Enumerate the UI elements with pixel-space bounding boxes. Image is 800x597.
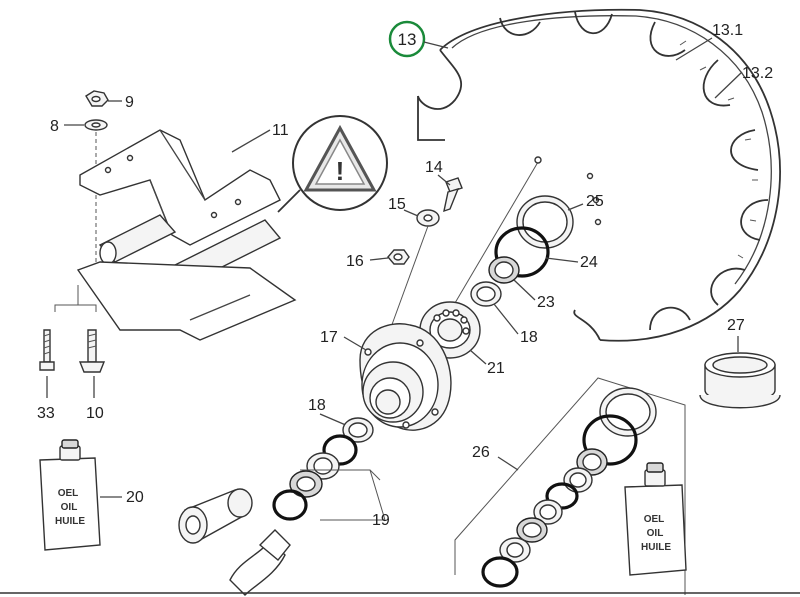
label-19: 19 [372, 512, 390, 529]
label-27: 27 [727, 317, 745, 334]
label-25: 25 [586, 193, 604, 210]
oil-bottle-20: OEL OIL HUILE [39, 439, 101, 551]
cup-27 [699, 352, 781, 409]
seal-kit-19 [272, 417, 374, 521]
nut-16 [387, 249, 410, 265]
bolt-10 [78, 329, 106, 373]
label-18-bottom: 18 [308, 397, 326, 414]
bottle-kit-text-oil: OIL [647, 528, 664, 539]
seal-23 [488, 256, 520, 284]
label-21: 21 [487, 360, 505, 377]
oring-24 [494, 226, 550, 278]
label-13: 13 [398, 30, 417, 49]
label-33: 33 [37, 405, 55, 422]
bottle-kit-text-huile: HUILE [641, 542, 671, 553]
label-11: 11 [272, 122, 289, 139]
label-16: 16 [346, 253, 364, 270]
label-20: 20 [126, 489, 144, 506]
label-9: 9 [125, 94, 134, 111]
label-26: 26 [472, 444, 490, 461]
label-13-2: 13.2 [742, 65, 773, 82]
ring-18-top [470, 281, 502, 307]
kit-26-frame [454, 377, 686, 595]
label-14: 14 [425, 159, 443, 176]
bottle-text-oil: OIL [61, 502, 78, 513]
label-17: 17 [320, 329, 338, 346]
label-10: 10 [86, 405, 104, 422]
bottle-kit-text-oel: OEL [644, 514, 665, 525]
seal-kit-26 [481, 387, 657, 588]
scalloped-disc [417, 8, 781, 342]
bolt-14 [443, 177, 463, 213]
oil-bottle-kit: OEL OIL HUILE [624, 462, 687, 576]
bracket-11 [76, 129, 297, 341]
washer-8 [84, 119, 108, 131]
bolt-33 [39, 329, 55, 371]
shaft-assembly [178, 488, 291, 596]
bottle-text-huile: HUILE [55, 516, 85, 527]
washer-15 [416, 209, 440, 227]
warning-callout: ! [277, 115, 388, 213]
bottle-text-oel: OEL [58, 488, 79, 499]
label-8: 8 [50, 118, 59, 135]
label-15: 15 [388, 196, 406, 213]
label-24: 24 [580, 254, 598, 271]
highlight-circle [388, 20, 426, 58]
label-18-top: 18 [520, 329, 538, 346]
bearing-21 [419, 301, 481, 359]
warning-icon: ! [336, 156, 345, 186]
nut-9 [85, 90, 109, 107]
hub-17 [359, 323, 452, 431]
label-13-1: 13.1 [712, 22, 743, 39]
label-23: 23 [537, 294, 555, 311]
